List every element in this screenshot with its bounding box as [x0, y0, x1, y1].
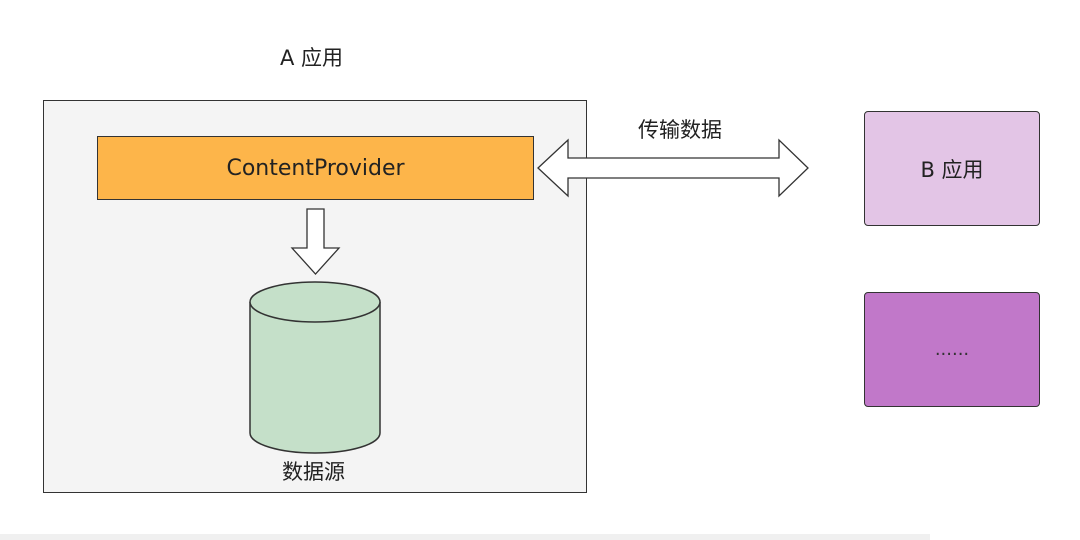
app-b-label: B 应用	[920, 157, 984, 182]
transfer-data-label: 传输数据	[638, 118, 722, 142]
content-provider-box: ContentProvider	[97, 136, 534, 200]
content-provider-label: ContentProvider	[226, 155, 405, 181]
other-apps-box: ......	[864, 292, 1040, 407]
other-apps-label: ......	[934, 339, 970, 360]
app-a-title: A 应用	[280, 46, 344, 70]
bottom-strip	[0, 534, 930, 540]
app-b-box: B 应用	[864, 111, 1040, 226]
data-source-label: 数据源	[282, 460, 345, 484]
